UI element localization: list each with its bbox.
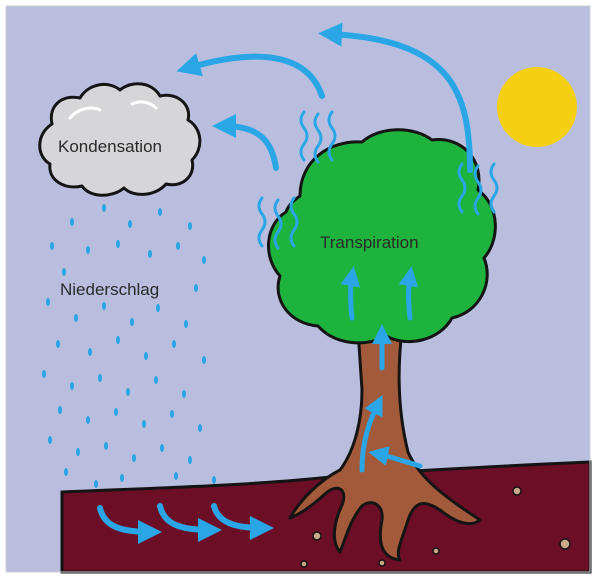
transpiration-label: Transpiration [320, 233, 419, 252]
sun-icon [497, 67, 577, 147]
condensation-label: Kondensation [58, 137, 162, 156]
precipitation-label: Niederschlag [60, 280, 159, 299]
